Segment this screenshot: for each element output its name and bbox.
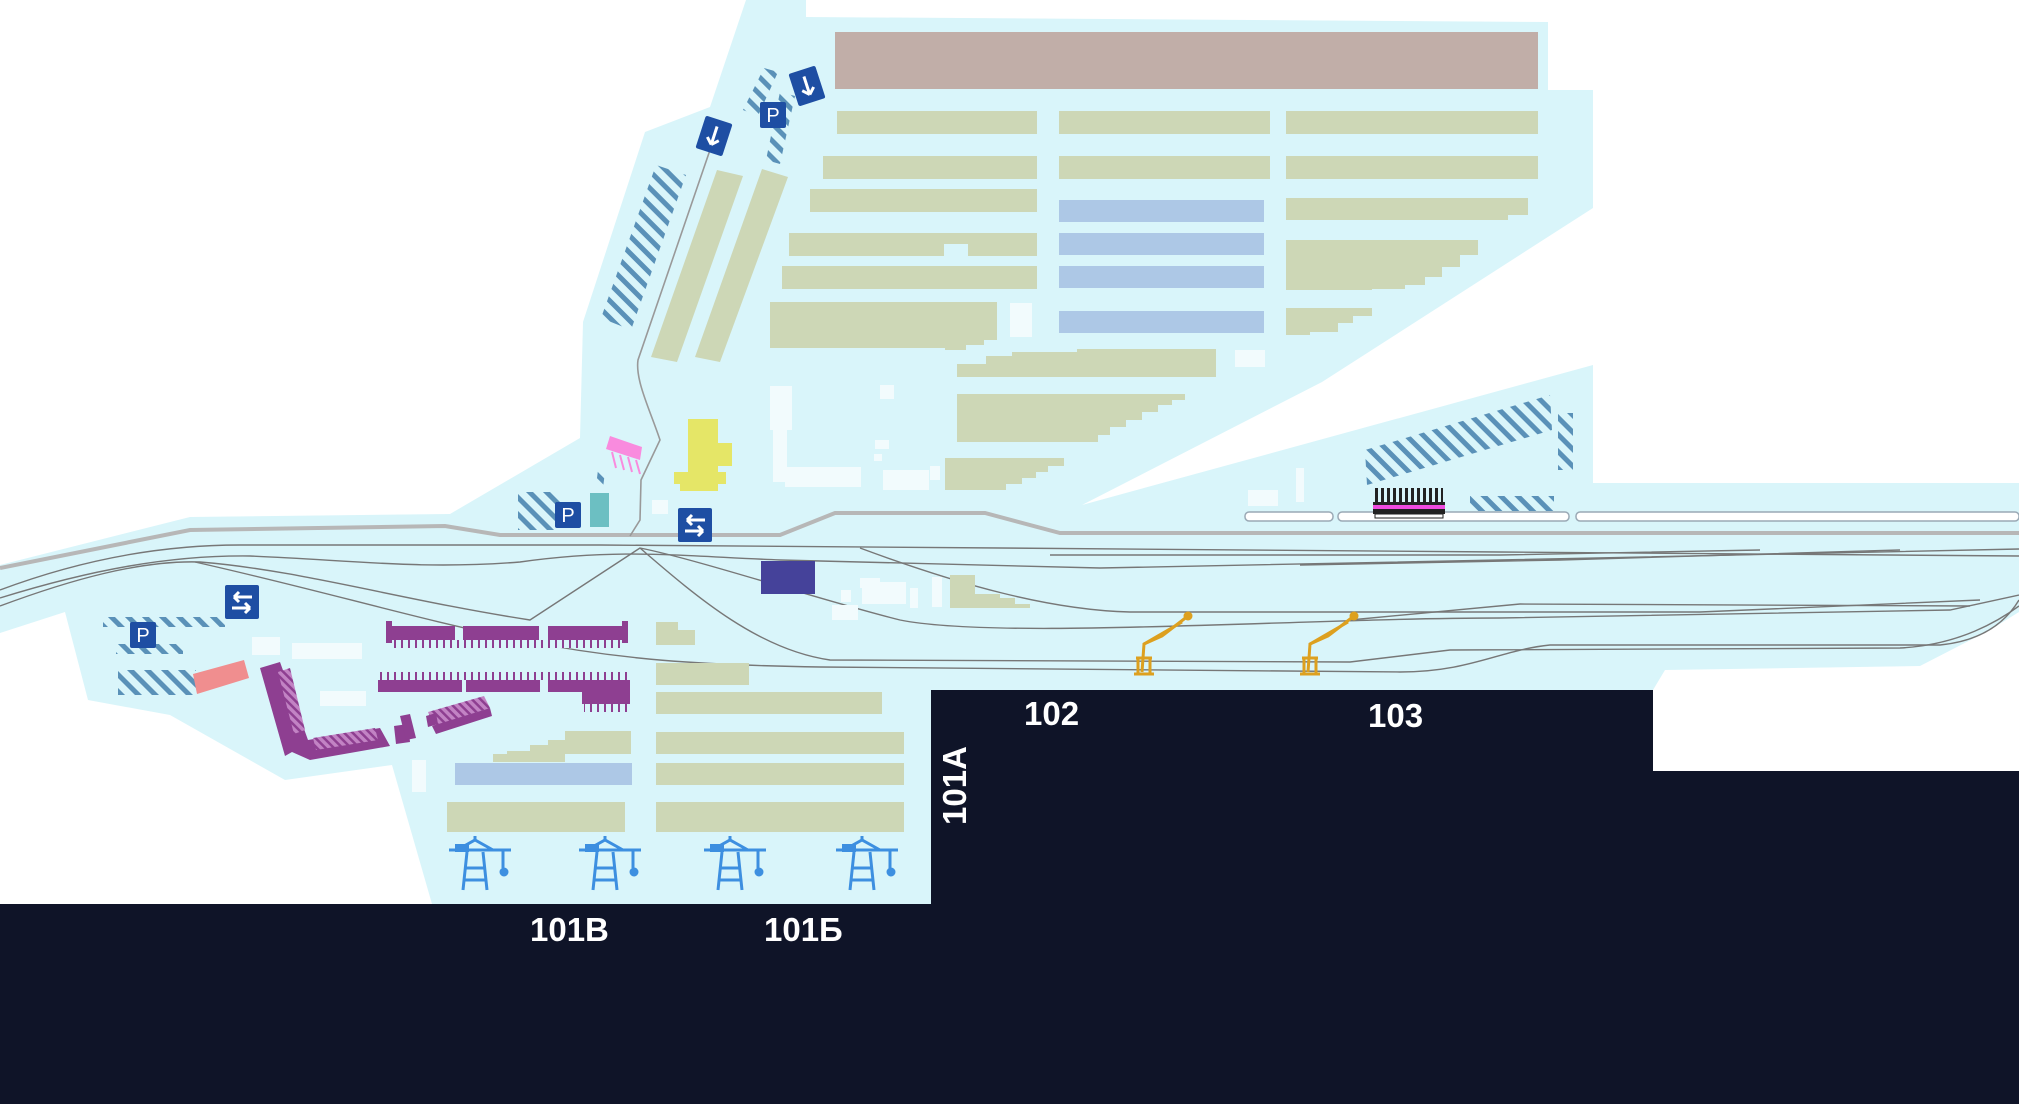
passenger-terminal (1373, 488, 1445, 519)
two-way-traffic-icon (223, 583, 261, 621)
parking-icon: P (561, 505, 574, 527)
salmon-building (193, 660, 249, 694)
berth-label-103: 103 (1368, 697, 1423, 734)
berth-label-101v: 101В (530, 911, 609, 948)
warehouses (447, 111, 1538, 832)
water-area (0, 690, 2019, 1104)
parking-icon: P (136, 625, 149, 647)
utility-blocks (252, 303, 1304, 792)
yellow-building (674, 419, 732, 491)
parking-sign: P (555, 502, 581, 528)
purple-cargo-sheds (260, 621, 630, 760)
berth-label-101a: 101А (936, 746, 973, 825)
parking-icon: P (766, 105, 779, 127)
navy-block (761, 561, 815, 594)
open-storage-hatched (103, 68, 1573, 695)
main-warehouse-building (835, 32, 1538, 89)
two-way-traffic-icon (676, 506, 714, 544)
storage-areas (455, 200, 1264, 785)
teal-building (590, 493, 609, 527)
berth-label-102: 102 (1024, 695, 1079, 732)
berth-label-101b: 101Б (764, 911, 843, 948)
rail-platforms (1244, 511, 2019, 522)
railway-tracks (0, 149, 2019, 673)
parking-sign: P (130, 622, 156, 648)
pink-structure (606, 436, 642, 460)
parking-sign: P (760, 102, 786, 128)
